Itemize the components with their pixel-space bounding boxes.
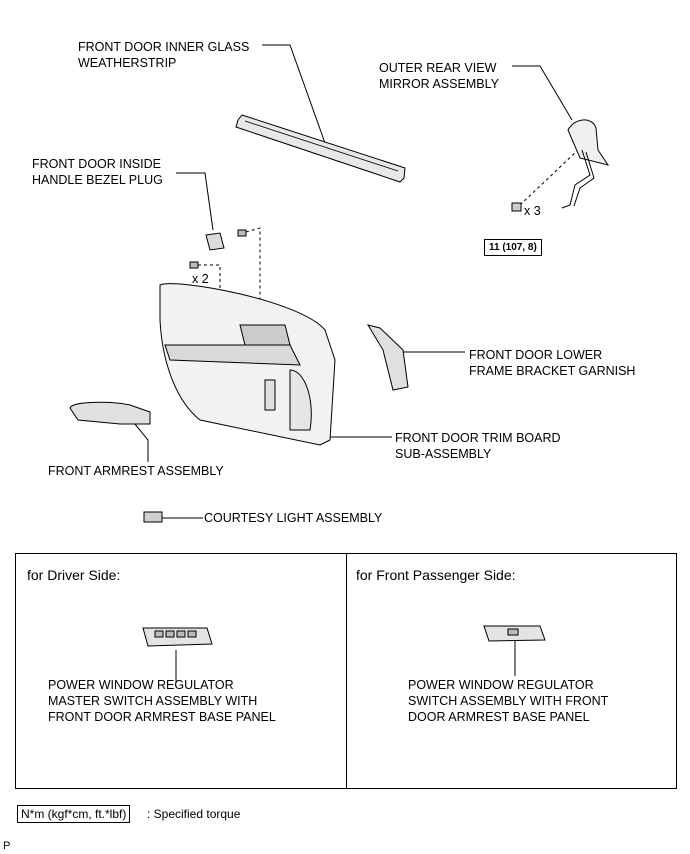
legend-torque-text: : Specified torque [147, 807, 241, 821]
label-line: FRONT DOOR TRIM BOARD [395, 431, 561, 445]
dashed-mirror-line [519, 149, 579, 206]
label-line: POWER WINDOW REGULATOR [48, 678, 234, 692]
leader-armrest [129, 417, 149, 462]
label-outer-mirror: OUTER REAR VIEW MIRROR ASSEMBLY [379, 60, 499, 92]
trim-board-drawing [159, 283, 336, 446]
leader-inner-glass [262, 44, 326, 144]
label-lower-frame-garnish: FRONT DOOR LOWER FRAME BRACKET GARNISH [469, 347, 635, 379]
driver-switch-label: POWER WINDOW REGULATOR MASTER SWITCH ASS… [48, 677, 276, 725]
bezel-plug-drawing [205, 232, 225, 251]
armrest-drawing [69, 401, 151, 425]
dashed-screw-line-2 [245, 227, 261, 330]
label-inner-glass-weatherstrip: FRONT DOOR INNER GLASS WEATHERSTRIP [78, 39, 249, 71]
label-line: FRONT DOOR LOWER [469, 348, 603, 362]
corner-mark: P [3, 840, 11, 852]
leader-mirror [512, 65, 573, 121]
label-bezel-plug: FRONT DOOR INSIDE HANDLE BEZEL PLUG [32, 156, 163, 188]
label-line: OUTER REAR VIEW [379, 61, 497, 75]
leader-bezel-plug [176, 172, 214, 231]
label-line: WEATHERSTRIP [78, 56, 177, 70]
label-line: FRONT DOOR INNER GLASS [78, 40, 250, 54]
screw-drawings [189, 229, 247, 269]
qty-trim-screws: x 2 [192, 272, 209, 286]
torque-spec-box: 11 (107, 8) [484, 239, 542, 256]
lower-frame-garnish-drawing [366, 324, 409, 391]
label-line: HANDLE BEZEL PLUG [32, 173, 163, 187]
courtesy-light-drawing [143, 511, 163, 523]
qty-mirror-bolts: x 3 [524, 204, 541, 218]
passenger-switch-label: POWER WINDOW REGULATOR SWITCH ASSEMBLY W… [408, 677, 608, 725]
label-line: FRAME BRACKET GARNISH [469, 364, 636, 378]
driver-switch-drawing [142, 627, 213, 647]
mirror-drawing [511, 119, 610, 212]
label-trim-board: FRONT DOOR TRIM BOARD SUB-ASSEMBLY [395, 430, 561, 462]
variant-divider [346, 553, 347, 788]
passenger-switch-drawing [483, 625, 546, 642]
label-line: FRONT DOOR INSIDE [32, 157, 161, 171]
label-courtesy-light: COURTESY LIGHT ASSEMBLY [204, 511, 383, 525]
label-line: MIRROR ASSEMBLY [379, 77, 499, 91]
label-line: MASTER SWITCH ASSEMBLY WITH [48, 694, 258, 708]
weatherstrip-drawing [235, 114, 406, 183]
label-line: SUB-ASSEMBLY [395, 447, 492, 461]
label-line: FRONT DOOR ARMREST BASE PANEL [48, 710, 276, 724]
label-armrest: FRONT ARMREST ASSEMBLY [48, 464, 224, 478]
label-line: DOOR ARMREST BASE PANEL [408, 710, 590, 724]
driver-side-heading: for Driver Side: [27, 567, 121, 583]
legend-torque-key: N*m (kgf*cm, ft.*lbf) [17, 805, 131, 823]
label-line: POWER WINDOW REGULATOR [408, 678, 594, 692]
passenger-side-heading: for Front Passenger Side: [356, 567, 516, 583]
label-line: SWITCH ASSEMBLY WITH FRONT [408, 694, 609, 708]
